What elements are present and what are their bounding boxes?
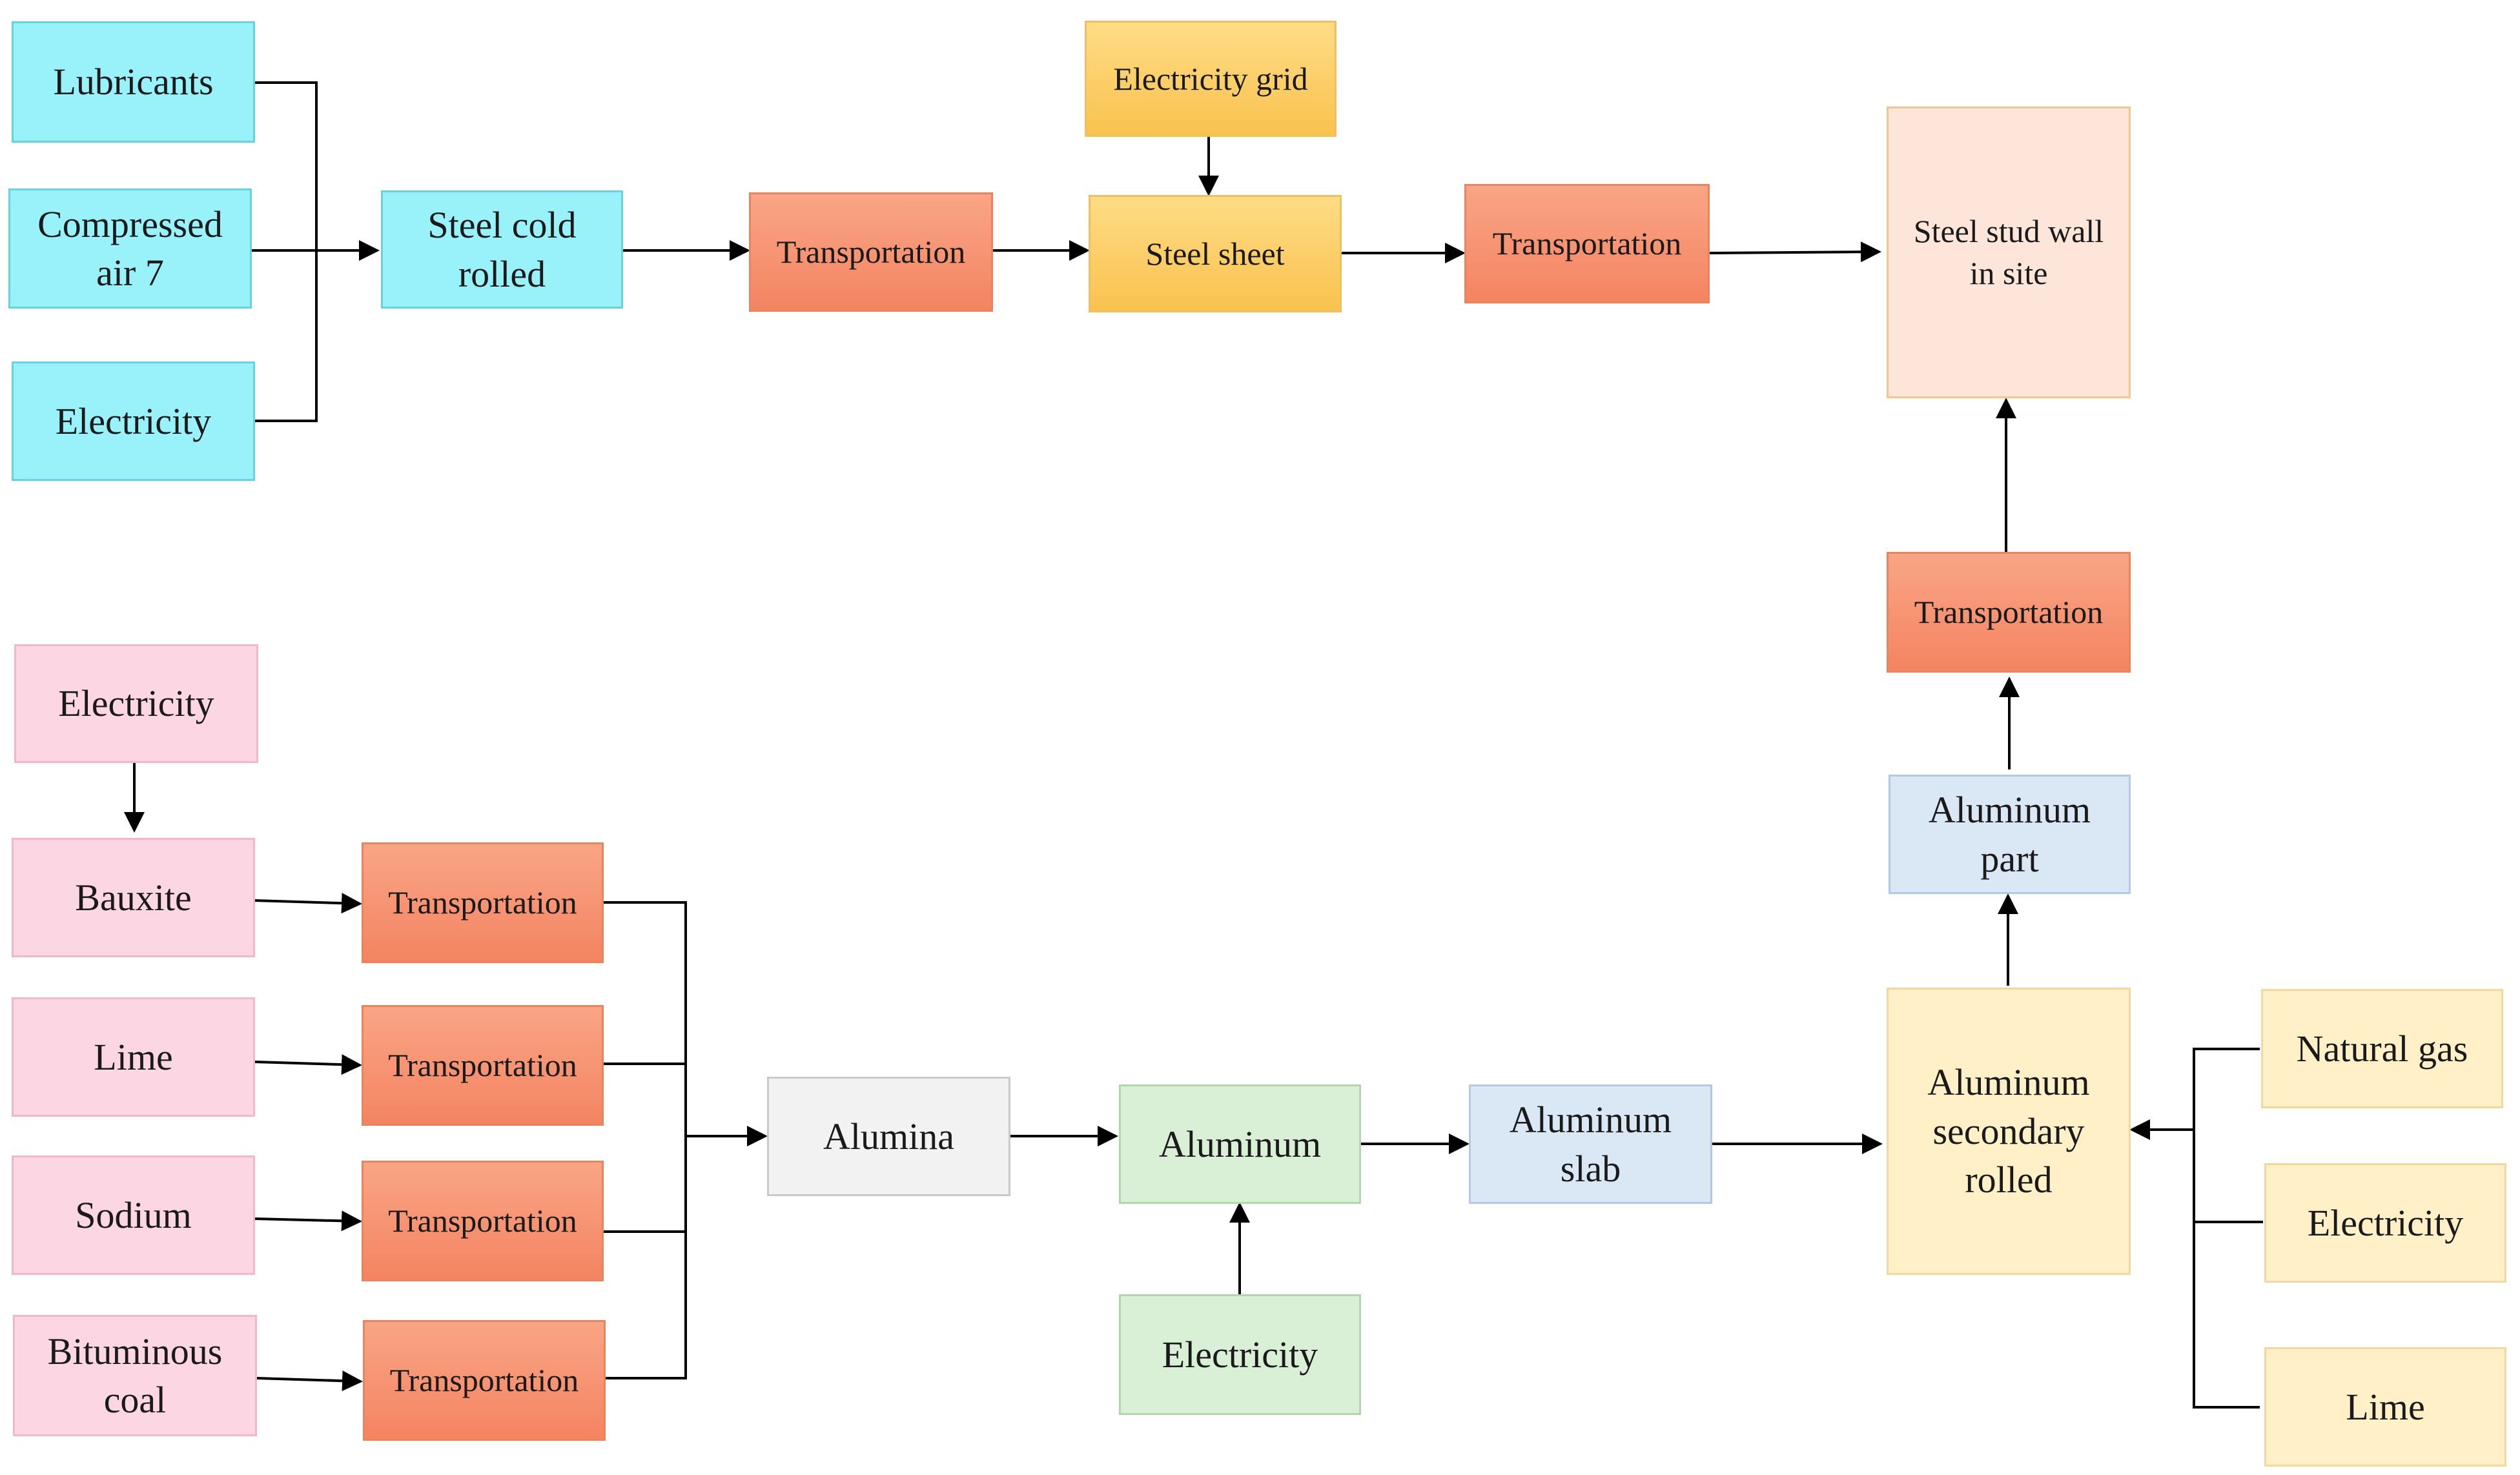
transportation-bauxite-label: Transportation xyxy=(388,884,577,921)
natural-gas-label: Natural gas xyxy=(2296,1027,2468,1070)
transportation-sodium-label: Transportation xyxy=(388,1203,577,1239)
lubricants-link xyxy=(255,81,318,250)
lime-right-node: Lime xyxy=(2264,1347,2506,1467)
electricity-steel-link xyxy=(255,250,318,422)
bauxite-node: Bauxite xyxy=(12,838,255,957)
transportation-node-1: Transportation xyxy=(749,192,993,312)
electricity-bauxite-label: Electricity xyxy=(58,682,214,725)
sodium-label: Sodium xyxy=(75,1194,192,1236)
transportation-coal-label: Transportation xyxy=(389,1362,579,1398)
transportation-lime-node: Transportation xyxy=(362,1005,604,1126)
electricity-grid-label: Electricity grid xyxy=(1113,60,1308,97)
aluminum-part-node: Aluminum part xyxy=(1889,775,2131,894)
bituminous-coal-label: Bituminous coal xyxy=(47,1330,223,1421)
electricity-smelt-node: Electricity xyxy=(1119,1294,1361,1415)
bauxite-label: Bauxite xyxy=(75,876,192,919)
transportation-label-1: Transportation xyxy=(776,234,966,270)
electricity-smelt-label: Electricity xyxy=(1162,1333,1318,1376)
aluminum-secondary-rolled-label: Aluminum secondary rolled xyxy=(1927,1061,2090,1201)
electricity-grid-node: Electricity grid xyxy=(1085,21,1337,137)
lime-node: Lime xyxy=(12,997,255,1117)
transportation-label-2: Transportation xyxy=(1492,225,1682,261)
transport-bracket xyxy=(604,901,687,1379)
rolled-inputs-bracket xyxy=(2193,1048,2260,1409)
electricity-steel-node: Electricity xyxy=(12,361,255,481)
transportation-part-label: Transportation xyxy=(1914,594,2104,630)
steel-stud-wall-node: Steel stud wall in site xyxy=(1887,107,2131,398)
aluminum-label: Aluminum xyxy=(1158,1123,1322,1165)
transportation-lime-label: Transportation xyxy=(388,1047,577,1083)
aluminum-secondary-rolled-node: Aluminum secondary rolled xyxy=(1887,988,2131,1275)
bituminous-coal-node: Bituminous coal xyxy=(13,1315,257,1436)
electricity-steel-label: Electricity xyxy=(55,400,212,442)
lubricants-node: Lubricants xyxy=(12,21,255,143)
steel-stud-wall-label: Steel stud wall in site xyxy=(1913,213,2104,291)
coal-to-transport-arrow xyxy=(256,1370,363,1392)
transportation-coal-node: Transportation xyxy=(363,1320,606,1441)
alumina-node: Alumina xyxy=(767,1077,1010,1196)
bauxite-to-transport-arrow xyxy=(254,893,362,914)
electricity-bauxite-node: Electricity xyxy=(14,644,258,763)
steel-cold-rolled-node: Steel cold rolled xyxy=(381,190,623,309)
transportation-node-2: Transportation xyxy=(1464,184,1710,303)
transportation-bauxite-node: Transportation xyxy=(362,842,604,963)
natural-gas-node: Natural gas xyxy=(2261,989,2503,1108)
sodium-to-transport-arrow xyxy=(254,1210,362,1232)
steel-sheet-label: Steel sheet xyxy=(1145,235,1285,272)
steel-cold-rolled-label: Steel cold rolled xyxy=(427,204,577,295)
electricity-right-node: Electricity xyxy=(2264,1163,2506,1283)
lubricants-label: Lubricants xyxy=(53,61,214,103)
aluminum-slab-node: Aluminum slab xyxy=(1469,1084,1712,1204)
lime-to-transport-arrow xyxy=(254,1054,362,1075)
lime-right-label: Lime xyxy=(2346,1385,2425,1428)
compressed-air-label: Compressed air 7 xyxy=(37,203,223,294)
alumina-label: Alumina xyxy=(823,1115,954,1157)
lime-label: Lime xyxy=(94,1035,173,1078)
sodium-node: Sodium xyxy=(12,1155,255,1275)
transportation-sodium-node: Transportation xyxy=(362,1161,604,1281)
aluminum-slab-label: Aluminum slab xyxy=(1509,1099,1672,1190)
electricity-right-label: Electricity xyxy=(2307,1201,2464,1244)
transport-to-wall-arrow xyxy=(1709,241,1881,263)
steel-sheet-node: Steel sheet xyxy=(1089,195,1342,312)
compressed-air-node: Compressed air 7 xyxy=(8,188,252,309)
transportation-part-node: Transportation xyxy=(1887,552,2131,673)
aluminum-node: Aluminum xyxy=(1119,1084,1361,1204)
aluminum-part-label: Aluminum part xyxy=(1928,789,2091,880)
